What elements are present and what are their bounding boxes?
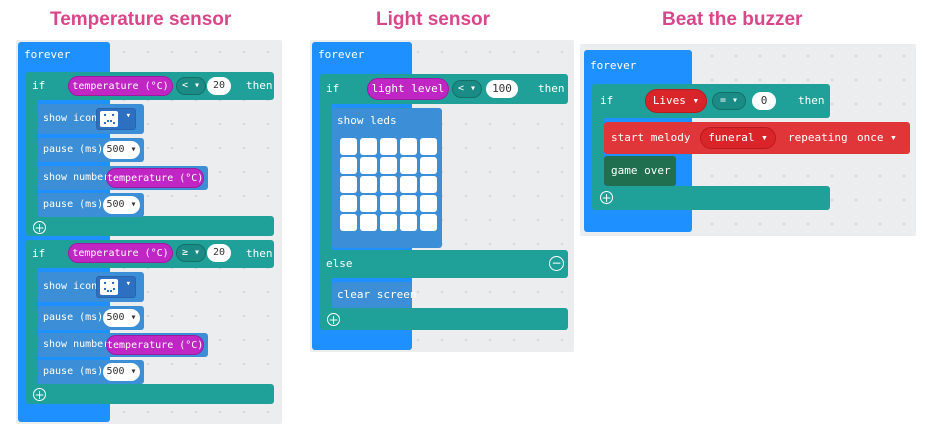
if-block-footer — [320, 308, 568, 330]
add-else-plus-icon[interactable]: + — [33, 221, 46, 235]
pause-label: pause (ms) — [43, 312, 104, 323]
threshold-input[interactable]: 20 — [207, 244, 231, 262]
temperature-reporter[interactable]: temperature (°C) — [68, 76, 173, 96]
less-than-operator-dropdown[interactable]: < ▾ — [176, 77, 206, 95]
lives-value-input[interactable]: 0 — [752, 92, 776, 110]
temperature-reporter[interactable]: temperature (°C) — [68, 243, 173, 263]
forever-label: forever — [24, 48, 71, 61]
temperature-reporter[interactable]: temperature (°C) — [106, 335, 204, 355]
pause-label: pause (ms) — [43, 366, 104, 377]
title-beat-the-buzzer: Beat the buzzer — [662, 9, 803, 30]
then-label: then — [538, 82, 565, 95]
forever-label: forever — [590, 59, 637, 72]
lives-variable-dropdown[interactable]: Lives ▾ — [645, 89, 707, 113]
if-block-arm — [320, 102, 332, 252]
title-light-sensor: Light sensor — [376, 9, 491, 30]
start-melody-label: start melody — [611, 131, 691, 144]
threshold-input[interactable]: 100 — [486, 80, 518, 98]
chevron-down-icon: ▾ — [125, 111, 131, 121]
icon-picker-dropdown[interactable]: ▾ — [96, 108, 136, 130]
then-label: then — [246, 79, 273, 92]
less-than-operator-dropdown[interactable]: < ▾ — [452, 80, 482, 98]
if-block-arm — [592, 116, 604, 188]
if-block-arm — [26, 266, 38, 386]
equals-operator-dropdown[interactable]: = ▾ — [712, 92, 746, 110]
show-number-label: show number — [43, 172, 110, 183]
greater-equal-operator-dropdown[interactable]: ≥ ▾ — [176, 244, 206, 262]
if-label: if — [32, 79, 46, 92]
if-label: if — [600, 94, 614, 107]
chevron-down-icon: ▾ — [125, 279, 131, 289]
show-icon-label: show icon — [43, 281, 98, 292]
clear-screen-block[interactable] — [332, 282, 412, 308]
forever-label: forever — [318, 48, 365, 61]
repeat-mode-dropdown[interactable]: once ▾ — [857, 131, 897, 144]
add-else-plus-icon[interactable]: + — [600, 191, 613, 205]
show-leds-label: show leds — [337, 114, 397, 127]
else-bar — [320, 250, 568, 278]
then-label: then — [246, 247, 273, 260]
melody-dropdown[interactable]: funeral ▾ — [700, 127, 776, 149]
temperature-reporter[interactable]: temperature (°C) — [106, 168, 204, 188]
add-else-plus-icon[interactable]: + — [33, 388, 46, 402]
pause-label: pause (ms) — [43, 144, 104, 155]
if-label: if — [326, 82, 340, 95]
light-level-reporter[interactable]: light level — [367, 78, 449, 100]
if-block-buzzer[interactable] — [592, 84, 830, 118]
if-label: if — [32, 247, 46, 260]
if-block-footer — [26, 216, 274, 236]
pause-duration-dropdown[interactable]: 500 ▾ — [103, 196, 140, 214]
pause-label: pause (ms) — [43, 199, 104, 210]
add-else-plus-icon[interactable]: + — [327, 313, 340, 327]
else-label: else — [326, 257, 353, 270]
show-number-label: show number — [43, 339, 110, 350]
game-over-block[interactable] — [604, 156, 676, 186]
if-block-arm — [26, 98, 38, 218]
show-icon-label: show icon — [43, 113, 98, 124]
title-temperature-sensor: Temperature sensor — [50, 9, 232, 30]
if-block-footer — [592, 186, 830, 210]
happy-face-icon — [100, 279, 118, 295]
clear-screen-label: clear screen — [337, 288, 417, 301]
threshold-input[interactable]: 20 — [207, 77, 231, 95]
remove-else-minus-icon[interactable]: − — [549, 256, 564, 271]
else-arm — [320, 276, 332, 310]
pause-duration-dropdown[interactable]: 500 ▾ — [103, 363, 140, 381]
then-label: then — [798, 94, 825, 107]
pause-duration-dropdown[interactable]: 500 ▾ — [103, 141, 140, 159]
icon-picker-dropdown[interactable]: ▾ — [96, 276, 136, 298]
game-over-label: game over — [611, 164, 671, 177]
sad-face-icon — [100, 111, 118, 127]
repeating-label: repeating — [788, 131, 848, 144]
pause-duration-dropdown[interactable]: 500 ▾ — [103, 309, 140, 327]
if-block-footer — [26, 384, 274, 404]
